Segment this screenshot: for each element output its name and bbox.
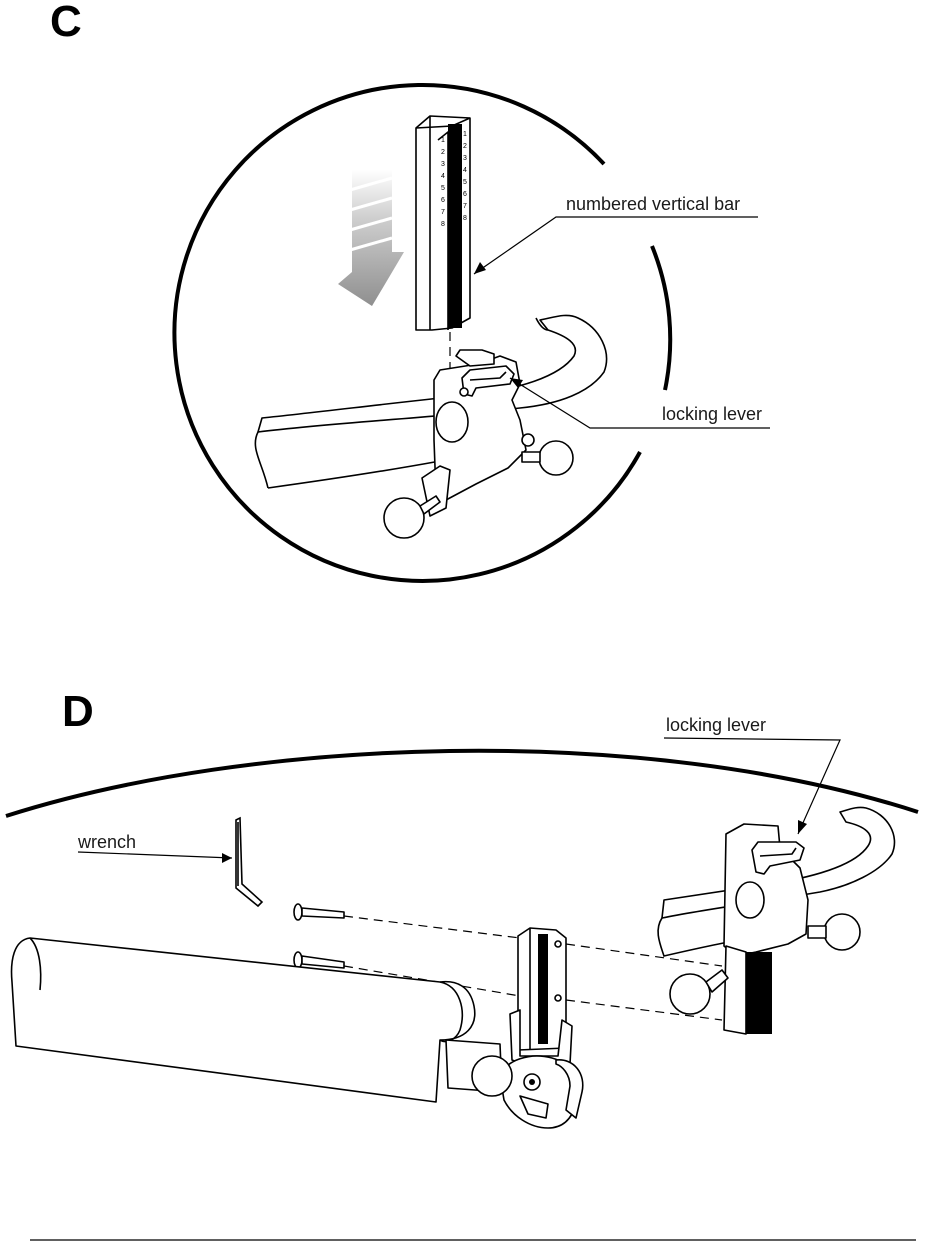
label-numbered-vertical-bar: numbered vertical bar (566, 194, 740, 214)
svg-text:3: 3 (441, 161, 445, 168)
label-wrench: wrench (77, 832, 136, 852)
svg-text:1: 1 (441, 137, 445, 144)
svg-text:8: 8 (463, 215, 467, 222)
knob-rear-d (824, 914, 860, 950)
step-d-letter: D (62, 687, 94, 736)
svg-text:2: 2 (441, 149, 445, 156)
svg-text:5: 5 (441, 185, 445, 192)
bolt-upper (294, 904, 344, 920)
frame-arc (6, 751, 918, 816)
step-d: D wrench (6, 687, 918, 1128)
alignment-line-upper-left (344, 916, 520, 938)
svg-text:4: 4 (463, 167, 467, 174)
numbered-vertical-bar: 1 2 3 4 5 6 7 8 1 2 3 4 5 6 7 8 (416, 116, 470, 330)
svg-text:2: 2 (463, 143, 467, 150)
knob-bracket (472, 1056, 512, 1096)
svg-text:7: 7 (441, 209, 445, 216)
svg-text:3: 3 (463, 155, 467, 162)
step-c: C 1 2 3 4 5 6 7 (50, 0, 770, 581)
svg-text:5: 5 (463, 179, 467, 186)
down-arrow-icon (338, 170, 404, 306)
svg-text:4: 4 (441, 173, 445, 180)
label-locking-lever-c: locking lever (662, 404, 762, 424)
svg-text:1: 1 (463, 131, 467, 138)
callout-wrench: wrench (77, 832, 232, 863)
step-c-letter: C (50, 0, 82, 46)
svg-text:6: 6 (463, 191, 467, 198)
handle-assembly-d (658, 807, 894, 1034)
knob-front (384, 498, 424, 538)
knob-front-d (670, 974, 710, 1014)
callout-locking-lever-d: locking lever (664, 715, 840, 834)
armrest-pad (12, 938, 475, 1102)
knob-rear (539, 441, 573, 475)
svg-text:6: 6 (441, 197, 445, 204)
label-locking-lever-d: locking lever (666, 715, 766, 735)
bolt-lower (294, 952, 344, 968)
svg-text:8: 8 (441, 221, 445, 228)
callout-numbered-bar: numbered vertical bar (474, 194, 758, 274)
alignment-line-upper-right (566, 944, 722, 966)
wrench-icon (236, 818, 262, 906)
svg-text:7: 7 (463, 203, 467, 210)
detail-circle-segment (652, 246, 670, 390)
